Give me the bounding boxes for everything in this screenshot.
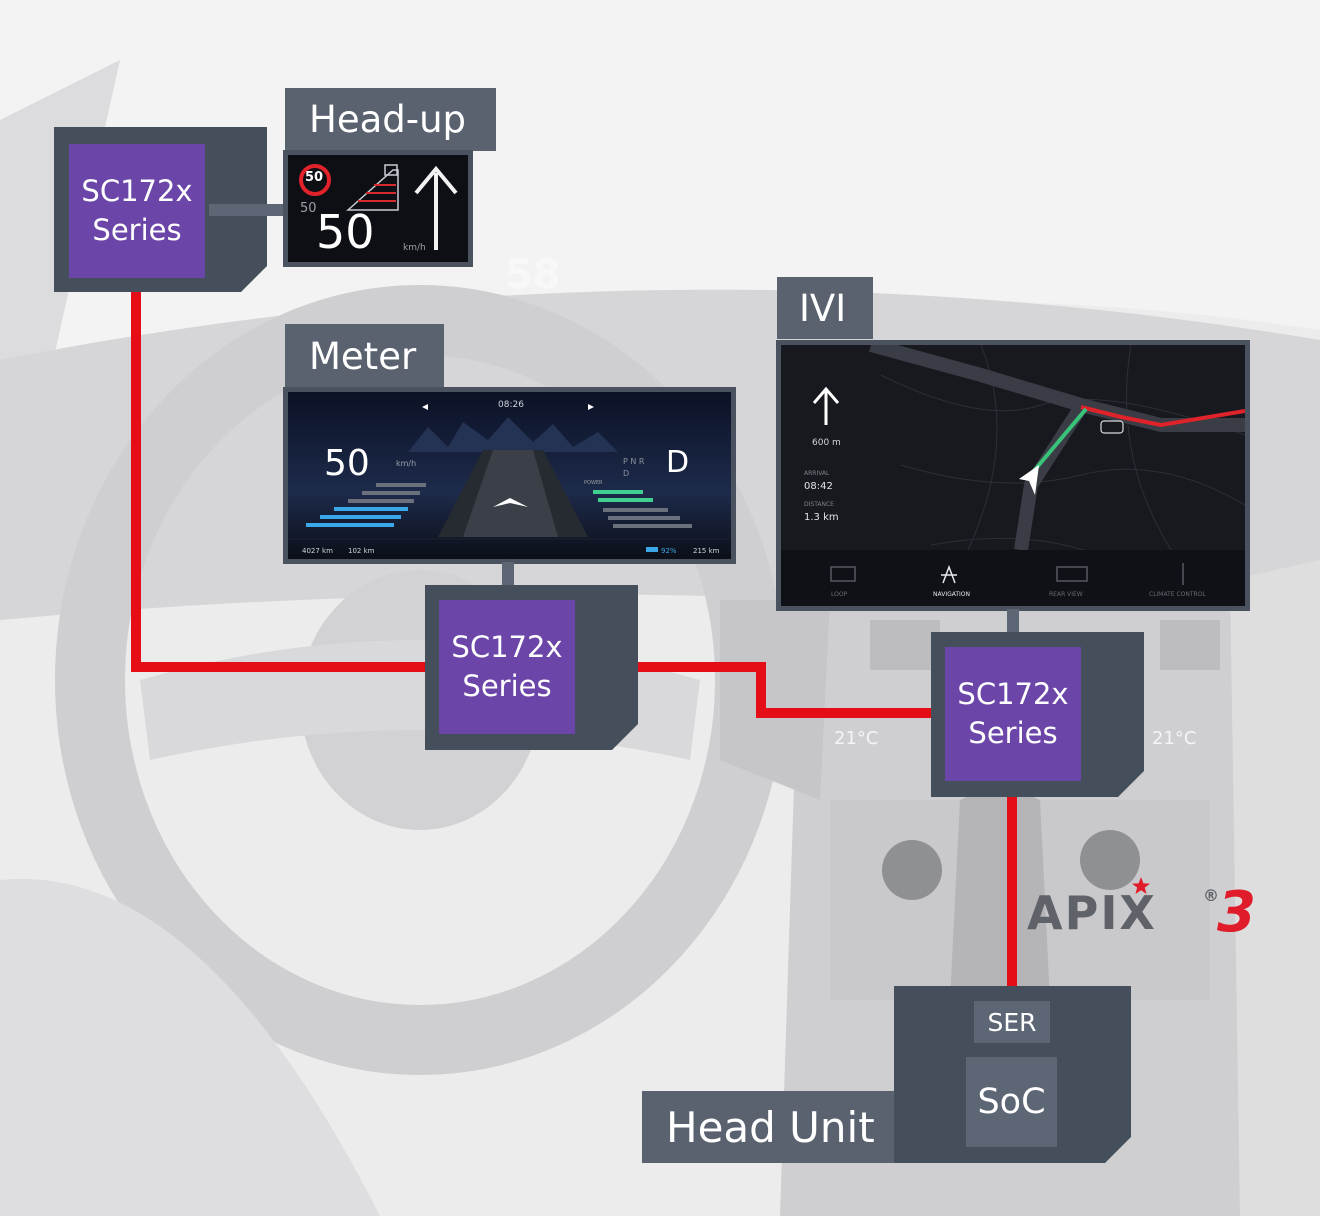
hud-unit: km/h	[403, 243, 426, 253]
apix-brand-text: APIX	[1027, 886, 1157, 940]
head-up-display: 50 50 50 km/h	[283, 150, 473, 267]
ivi-sc172x-chip: SC172x Series	[945, 647, 1081, 781]
ivi-menu-rear-view[interactable]: REAR VIEW	[1049, 591, 1083, 598]
hud-speed-limit: 50	[305, 170, 324, 185]
ivi-display: 600 m ARRIVAL 08:42 DISTANCE 1.3 km LOOP…	[776, 340, 1250, 611]
meter-label: Meter	[285, 324, 444, 388]
meter-power-label: POWER	[584, 480, 603, 486]
apix-registered-mark: ®	[1203, 886, 1219, 905]
ivi-arrival-label: ARRIVAL	[804, 470, 830, 477]
chip-line-2: Series	[462, 669, 552, 703]
windshield-speed-reflection: 58	[505, 252, 561, 298]
ivi-arrival: 08:42	[804, 481, 833, 492]
meter-unit: km/h	[396, 459, 417, 468]
ivi-remaining: 1.3 km	[804, 512, 839, 523]
apix-version-number: 3	[1217, 880, 1256, 945]
ivi-link	[1007, 609, 1019, 633]
head-unit-label: Head Unit	[642, 1091, 894, 1163]
meter-odo: 4027 km	[302, 547, 333, 555]
meter-range: 215 km	[693, 547, 720, 555]
meter-gear: D	[666, 445, 690, 480]
hud-speed: 50	[316, 205, 375, 259]
meter-gears: P N R D	[623, 457, 645, 478]
meter-trip: 102 km	[348, 547, 375, 555]
hud-sc172x-chip: SC172x Series	[69, 144, 205, 278]
wire-hud-to-meter	[131, 662, 435, 672]
hud-set-speed: 50	[300, 201, 317, 216]
wire-ivi-to-headunit	[1007, 790, 1017, 996]
chip-line-2: Series	[968, 716, 1058, 750]
chip-line-1: SC172x	[451, 629, 563, 664]
wire-meter-right	[576, 662, 766, 672]
apix3-logo: APIX ® 3	[1027, 877, 1267, 945]
temp-left-label: 21°C	[834, 728, 879, 749]
meter-display: 08:26 50 km/h P N R D D POWER 4027 km 10…	[283, 387, 736, 564]
ivi-map-graphics	[781, 345, 1245, 606]
wire-to-ivi	[756, 708, 940, 718]
ivi-menu-navigation[interactable]: NAVIGATION	[933, 591, 971, 598]
soc-block: SoC	[966, 1057, 1057, 1147]
head-up-label: Head-up	[285, 88, 496, 151]
chip-line-2: Series	[92, 213, 182, 247]
temp-right-label: 21°C	[1152, 728, 1197, 749]
wire-meter-down	[756, 662, 766, 718]
chip-line-1: SC172x	[957, 676, 1069, 711]
wire-hud-vertical	[131, 288, 141, 670]
ivi-distance-label: DISTANCE	[804, 501, 834, 508]
ivi-menu-climate[interactable]: CLIMATE CONTROL	[1149, 591, 1206, 598]
chip-line-1: SC172x	[81, 173, 193, 208]
hud-graphics	[299, 164, 458, 250]
meter-link	[502, 562, 514, 586]
apix-star-icon	[1132, 877, 1150, 894]
ivi-distance: 600 m	[812, 438, 841, 448]
ivi-menu-loop[interactable]: LOOP	[831, 591, 848, 598]
meter-speed: 50	[324, 443, 370, 484]
meter-sc172x-chip: SC172x Series	[439, 600, 575, 734]
ser-block: SER	[974, 1001, 1050, 1043]
hud-link	[209, 204, 285, 216]
meter-time: 08:26	[498, 400, 524, 410]
ivi-label: IVI	[777, 277, 873, 339]
meter-graphics	[288, 392, 731, 559]
meter-battery: 92%	[661, 547, 677, 555]
